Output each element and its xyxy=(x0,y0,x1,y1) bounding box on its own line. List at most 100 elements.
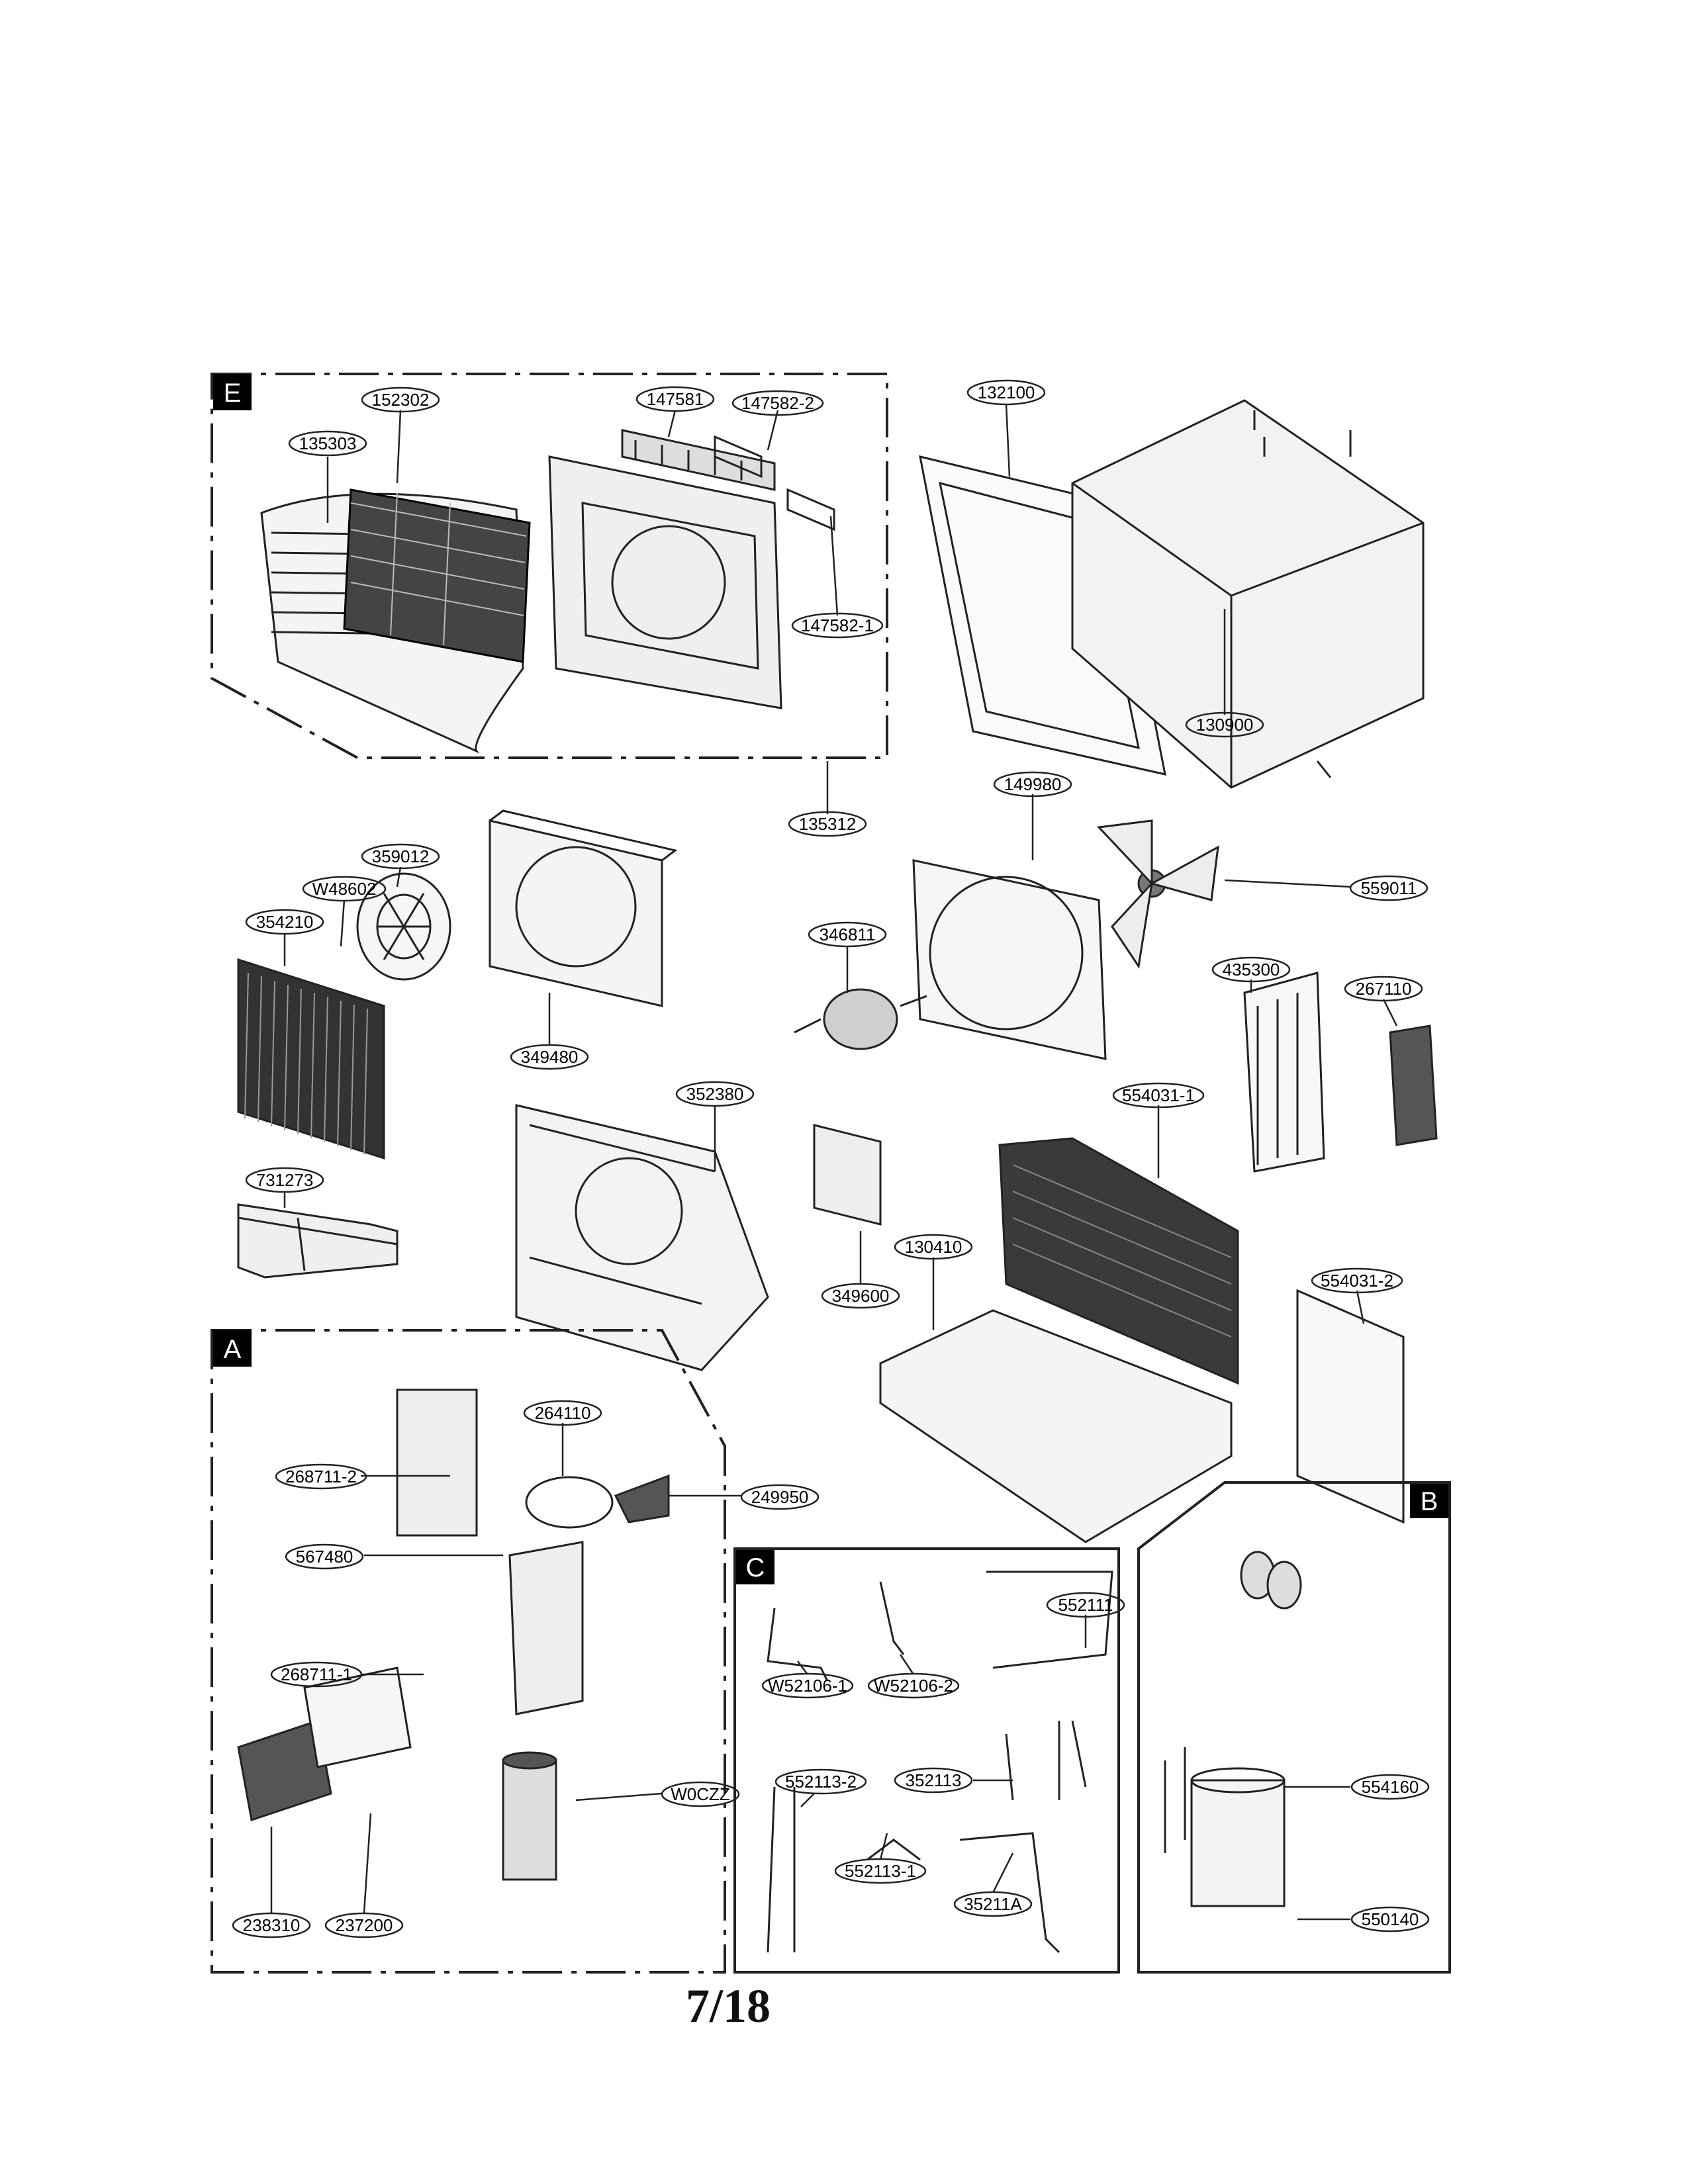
callout-135312: 135312 xyxy=(788,811,867,837)
section-b-frame xyxy=(1137,1481,1451,1974)
section-label-a: A xyxy=(224,1335,242,1364)
fan-shroud-part xyxy=(912,859,1107,1060)
heater-part xyxy=(1243,972,1325,1173)
section-tag-c: C xyxy=(736,1550,774,1584)
callout-label: 352113 xyxy=(906,1770,962,1790)
callout-147582-1: 147582-1 xyxy=(791,612,884,639)
callout-label: 559011 xyxy=(1361,878,1417,898)
callout-label: 135303 xyxy=(299,433,357,453)
callout-552113-1: 552113-1 xyxy=(834,1858,927,1884)
front-panel-part xyxy=(548,455,782,709)
section-tag-a: A xyxy=(213,1330,252,1367)
callout-label: 249950 xyxy=(751,1487,809,1507)
callout-label: 346811 xyxy=(820,925,876,944)
condenser-coil-part xyxy=(998,1137,1239,1385)
callout-237200: 237200 xyxy=(324,1912,404,1938)
section-label-e: E xyxy=(224,379,242,408)
callout-label: 147581 xyxy=(647,389,704,409)
fan-motor-part xyxy=(794,988,927,1050)
callout-label: 552111 xyxy=(1058,1595,1113,1615)
callout-268711-1: 268711-1 xyxy=(270,1661,363,1688)
display-panel-part xyxy=(237,1666,412,1821)
section-label-b: B xyxy=(1421,1487,1438,1516)
callout-label: 552113-2 xyxy=(785,1772,857,1792)
blower-wheel-part xyxy=(356,872,451,981)
callout-559011: 559011 xyxy=(1349,875,1429,901)
side-plate-part xyxy=(1296,1289,1405,1524)
section-tag-b: B xyxy=(1410,1484,1448,1518)
callout-149980: 149980 xyxy=(993,771,1072,797)
callout-label: 147582-2 xyxy=(741,393,814,413)
section-a-frame xyxy=(211,1329,726,1974)
callout-label: W48602 xyxy=(312,879,377,899)
section-c-frame xyxy=(733,1547,1120,1974)
filter-box-part xyxy=(237,1203,399,1279)
callout-label: 135312 xyxy=(799,814,857,834)
callout-W48602: W48602 xyxy=(302,876,387,902)
evaporator-coil-part xyxy=(237,958,385,1160)
callouts: 152302 135303 147581 147582-2 147582-1 1… xyxy=(232,379,1430,1938)
callout-132100: 132100 xyxy=(966,379,1046,406)
callout-label: 238310 xyxy=(243,1915,301,1935)
callout-label: 435300 xyxy=(1223,960,1280,979)
callout-567480: 567480 xyxy=(285,1543,364,1570)
condenser-fan-part xyxy=(1096,819,1219,970)
callout-147582-2: 147582-2 xyxy=(731,390,824,416)
base-plate-part xyxy=(879,1309,1233,1543)
piping-parts xyxy=(767,1570,1113,1954)
callout-435300: 435300 xyxy=(1211,956,1291,983)
callout-550140: 550140 xyxy=(1350,1906,1430,1933)
callout-554031-2: 554031-2 xyxy=(1311,1267,1403,1294)
compressor-part xyxy=(1164,1551,1302,1907)
callout-267110: 267110 xyxy=(1344,976,1423,1002)
callout-130410: 130410 xyxy=(894,1234,973,1260)
callout-147581: 147581 xyxy=(635,386,715,412)
callout-554031-1: 554031-1 xyxy=(1112,1082,1205,1109)
callout-354210: 354210 xyxy=(245,909,324,935)
callout-W0CZZ: W0CZZ xyxy=(661,1781,740,1807)
callout-359012: 359012 xyxy=(361,843,440,870)
callout-label: 731273 xyxy=(256,1170,314,1190)
callout-label: 354210 xyxy=(256,912,314,932)
callout-label: W52106-1 xyxy=(768,1676,847,1696)
callout-label: 554031-1 xyxy=(1122,1085,1195,1105)
callout-552113-2: 552113-2 xyxy=(774,1768,867,1795)
louver-part xyxy=(621,429,776,491)
callout-label: 352380 xyxy=(686,1084,744,1104)
callout-label: 132100 xyxy=(978,383,1035,402)
callout-352380: 352380 xyxy=(675,1081,755,1107)
callout-label: W0CZZ xyxy=(671,1784,730,1804)
air-filter-part xyxy=(343,488,531,663)
callout-label: 152302 xyxy=(372,390,430,410)
callout-268711-2: 268711-2 xyxy=(275,1463,367,1490)
callout-35211A: 35211A xyxy=(953,1891,1033,1917)
callout-349480: 349480 xyxy=(510,1044,589,1070)
section-tag-e: E xyxy=(213,374,252,410)
callout-label: 349480 xyxy=(521,1047,579,1067)
power-cord-part xyxy=(525,1474,670,1529)
callout-264110: 264110 xyxy=(523,1400,602,1426)
page-number: 7/18 xyxy=(685,1979,771,2032)
callout-349600: 349600 xyxy=(821,1283,900,1309)
capacitor-part xyxy=(502,1751,557,1881)
callout-label: 130900 xyxy=(1196,715,1254,735)
callout-label: 264110 xyxy=(535,1403,591,1423)
callout-label: 147582-1 xyxy=(801,615,874,635)
section-e-frame xyxy=(211,373,888,759)
callout-label: 554160 xyxy=(1362,1777,1419,1797)
cabinet-case-part xyxy=(1071,399,1425,789)
callout-130900: 130900 xyxy=(1185,711,1264,738)
callout-152302: 152302 xyxy=(361,387,440,413)
callout-346811: 346811 xyxy=(808,921,887,948)
callout-552111: 552111 xyxy=(1046,1592,1125,1618)
callout-label: 359012 xyxy=(372,846,430,866)
orifice-part xyxy=(489,809,678,1007)
section-tags: E A C B xyxy=(213,374,1448,1584)
callout-W52106-2: W52106-2 xyxy=(867,1672,960,1699)
control-box-part xyxy=(396,1388,584,1715)
motor-mount-part xyxy=(813,1124,882,1226)
callout-label: 130410 xyxy=(905,1237,962,1257)
callout-label: 550140 xyxy=(1362,1909,1419,1929)
callout-352113: 352113 xyxy=(894,1767,973,1794)
callout-label: 554031-2 xyxy=(1321,1271,1393,1291)
